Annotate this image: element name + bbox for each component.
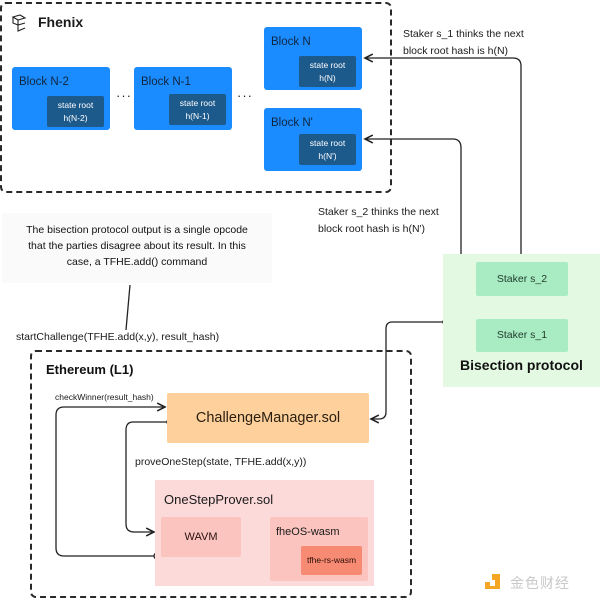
fhenix-logo-icon bbox=[11, 14, 29, 32]
fheos-wasm-box: fheOS-wasm tfhe-rs-wasm bbox=[270, 517, 368, 581]
block-n-1: Block N-1 state root h(N-1) bbox=[134, 67, 232, 130]
block-n: Block N state root h(N) bbox=[264, 27, 362, 90]
staker2-note: Staker s_2 thinks the next block root ha… bbox=[318, 204, 439, 238]
prove-one-step-label: proveOneStep(state, TFHE.add(x,y)) bbox=[135, 456, 307, 468]
callout-line: The bisection protocol output is a singl… bbox=[26, 224, 248, 236]
state-root: state root h(N) bbox=[299, 56, 356, 87]
challenge-manager: ChallengeManager.sol bbox=[167, 393, 369, 443]
staker1-note-line: Staker s_1 thinks the next bbox=[403, 28, 524, 40]
state-root-label: state root bbox=[309, 60, 346, 70]
staker-s2: Staker s_2 bbox=[476, 262, 568, 296]
ellipsis: ··· bbox=[237, 88, 253, 103]
check-winner-label: checkWinner(result_hash) bbox=[55, 392, 154, 402]
bisection-output-callout: The bisection protocol output is a singl… bbox=[2, 213, 272, 283]
state-root-label: state root bbox=[179, 98, 216, 108]
fhenix-title: Fhenix bbox=[38, 14, 84, 30]
state-root: state root h(N-1) bbox=[169, 94, 226, 125]
ellipsis: ··· bbox=[116, 88, 132, 103]
state-root: state root h(N') bbox=[299, 134, 356, 165]
state-root-hash: h(N) bbox=[319, 73, 336, 83]
callout-connector bbox=[125, 284, 131, 331]
fhenix-container bbox=[0, 2, 392, 193]
block-title: Block N bbox=[271, 36, 311, 48]
state-root-label: state root bbox=[57, 100, 94, 110]
staker2-note-line: Staker s_2 thinks the next bbox=[318, 206, 439, 218]
ethereum-title: Ethereum (L1) bbox=[46, 362, 134, 377]
one-step-prover-title: OneStepProver.sol bbox=[164, 492, 274, 507]
block-n-prime: Block N' state root h(N') bbox=[264, 108, 362, 171]
block-title: Block N-2 bbox=[19, 76, 69, 88]
fheos-wasm-title: fheOS-wasm bbox=[276, 526, 340, 538]
jinse-logo-icon bbox=[484, 572, 504, 592]
state-root-label: state root bbox=[309, 138, 346, 148]
staker1-note: Staker s_1 thinks the next block root ha… bbox=[403, 26, 524, 60]
callout-line: case, a TFHE.add() command bbox=[66, 256, 208, 268]
block-title: Block N-1 bbox=[141, 76, 191, 88]
wavm-box: WAVM bbox=[161, 517, 241, 557]
staker-s1: Staker s_1 bbox=[476, 319, 568, 352]
state-root-hash: h(N-2) bbox=[63, 113, 88, 123]
state-root: state root h(N-2) bbox=[47, 96, 104, 127]
watermark-text: 金色财经 bbox=[510, 575, 570, 591]
tfhe-rs-wasm-box: tfhe-rs-wasm bbox=[301, 546, 362, 575]
state-root-hash: h(N') bbox=[318, 151, 337, 161]
bisection-protocol-title: Bisection protocol bbox=[460, 357, 583, 373]
block-title: Block N' bbox=[271, 117, 313, 129]
start-challenge-label: startChallenge(TFHE.add(x,y), result_has… bbox=[16, 331, 220, 343]
block-n-2: Block N-2 state root h(N-2) bbox=[12, 67, 110, 130]
state-root-hash: h(N-1) bbox=[185, 111, 210, 121]
staker2-note-line: block root hash is h(N') bbox=[318, 223, 426, 235]
ethereum-container bbox=[30, 350, 412, 598]
callout-line: that the parties disagree about its resu… bbox=[28, 240, 246, 252]
staker1-note-line: block root hash is h(N) bbox=[403, 45, 509, 57]
